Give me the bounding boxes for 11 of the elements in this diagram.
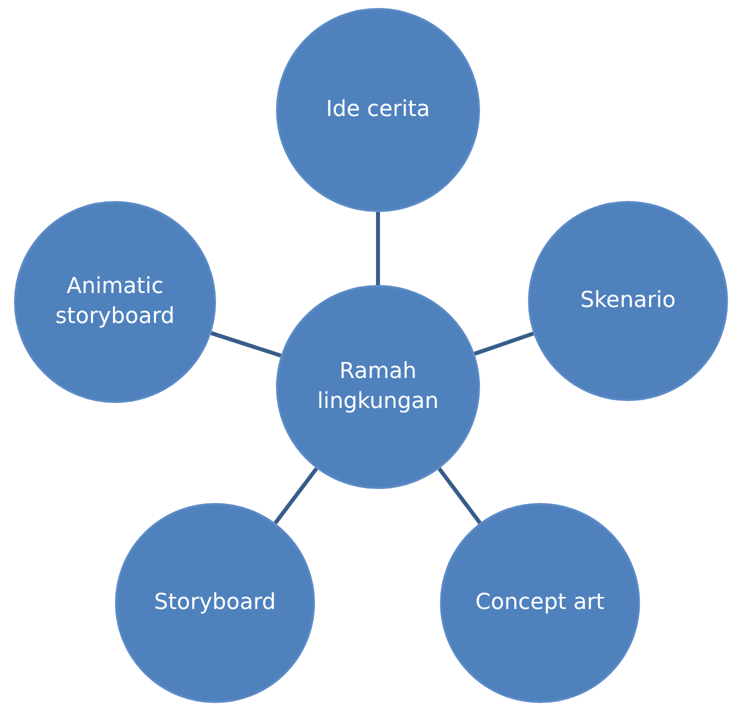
node-label: Animatic storyboard xyxy=(54,273,176,331)
node-label: Concept art xyxy=(475,589,605,618)
connector-line xyxy=(210,331,282,358)
connector-line xyxy=(438,467,482,524)
node-label: Ide cerita xyxy=(326,96,430,124)
node-label: Skenario xyxy=(580,287,676,316)
node-label: Storyboard xyxy=(154,589,276,618)
node-label: Ramah lingkungan xyxy=(316,358,440,416)
connector-line xyxy=(474,332,534,356)
connector-line xyxy=(274,467,318,524)
connector-line xyxy=(376,212,380,285)
